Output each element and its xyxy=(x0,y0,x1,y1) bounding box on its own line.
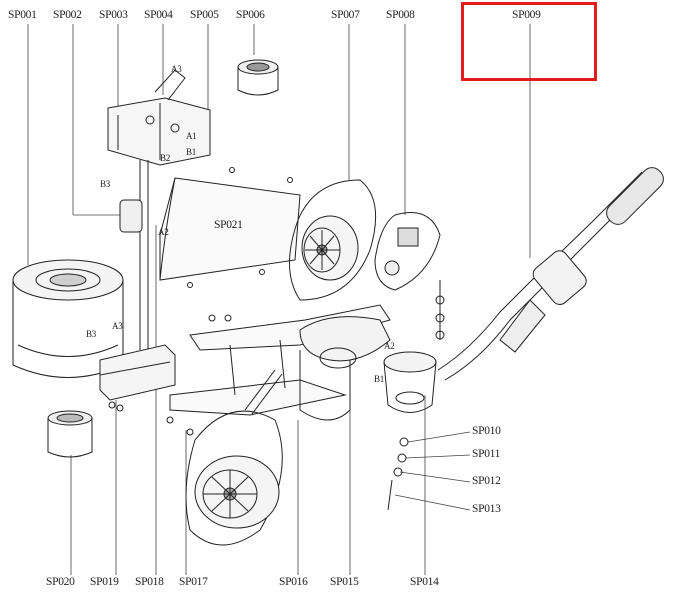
cap-cylinder xyxy=(237,59,279,96)
shroud-plate xyxy=(159,177,301,281)
part-label-sp013: SP013 xyxy=(472,503,501,515)
part-label-sp018: SP018 xyxy=(135,576,164,588)
part-label-sp008: SP008 xyxy=(386,9,415,21)
part-label-sp009: SP009 xyxy=(512,9,541,21)
motor-bracket xyxy=(107,69,211,166)
part-label-sp011: SP011 xyxy=(472,448,501,460)
callout-b1: B1 xyxy=(186,147,196,157)
wheel-upper xyxy=(289,179,377,301)
part-label-sp006: SP006 xyxy=(236,9,265,21)
part-label-sp003: SP003 xyxy=(99,9,128,21)
filter-cylinder xyxy=(47,410,93,458)
part-label-sp020: SP020 xyxy=(46,576,75,588)
callout-a2: A2 xyxy=(158,227,169,237)
wheel-lower xyxy=(185,369,283,546)
rods xyxy=(119,160,149,355)
callout-b3: B3 xyxy=(100,179,110,189)
part-label-sp005: SP005 xyxy=(190,9,219,21)
swivel-body xyxy=(299,316,391,421)
part-label-sp016: SP016 xyxy=(279,576,308,588)
part-label-sp012: SP012 xyxy=(472,475,501,487)
part-label-sp007: SP007 xyxy=(331,9,360,21)
callout-b1-right: B1 xyxy=(374,374,384,384)
part-label-sp014: SP014 xyxy=(410,576,439,588)
handle-tube xyxy=(437,167,664,381)
highlight-box xyxy=(461,2,597,81)
clamp-collar xyxy=(383,351,437,413)
chassis-frame xyxy=(169,304,391,416)
part-label-sp017: SP017 xyxy=(179,576,208,588)
part-label-sp019: SP019 xyxy=(90,576,119,588)
part-label-sp021: SP021 xyxy=(214,219,243,231)
hardware-stack xyxy=(387,280,445,511)
switch-oval xyxy=(374,212,441,291)
callout-a2-right: A2 xyxy=(384,341,395,351)
base-cylinder xyxy=(12,259,124,378)
callout-b2: B2 xyxy=(160,153,170,163)
mount-block xyxy=(99,344,176,401)
part-label-sp015: SP015 xyxy=(330,576,359,588)
callout-a3-lower: A3 xyxy=(112,321,123,331)
part-label-sp010: SP010 xyxy=(472,425,501,437)
part-label-sp004: SP004 xyxy=(144,9,173,21)
callout-a3: A3 xyxy=(171,64,182,74)
part-label-sp001: SP001 xyxy=(8,9,37,21)
callout-b3-lower: B3 xyxy=(86,329,96,339)
fasteners xyxy=(108,167,293,436)
callout-a1: A1 xyxy=(186,131,197,141)
part-label-sp002: SP002 xyxy=(53,9,82,21)
